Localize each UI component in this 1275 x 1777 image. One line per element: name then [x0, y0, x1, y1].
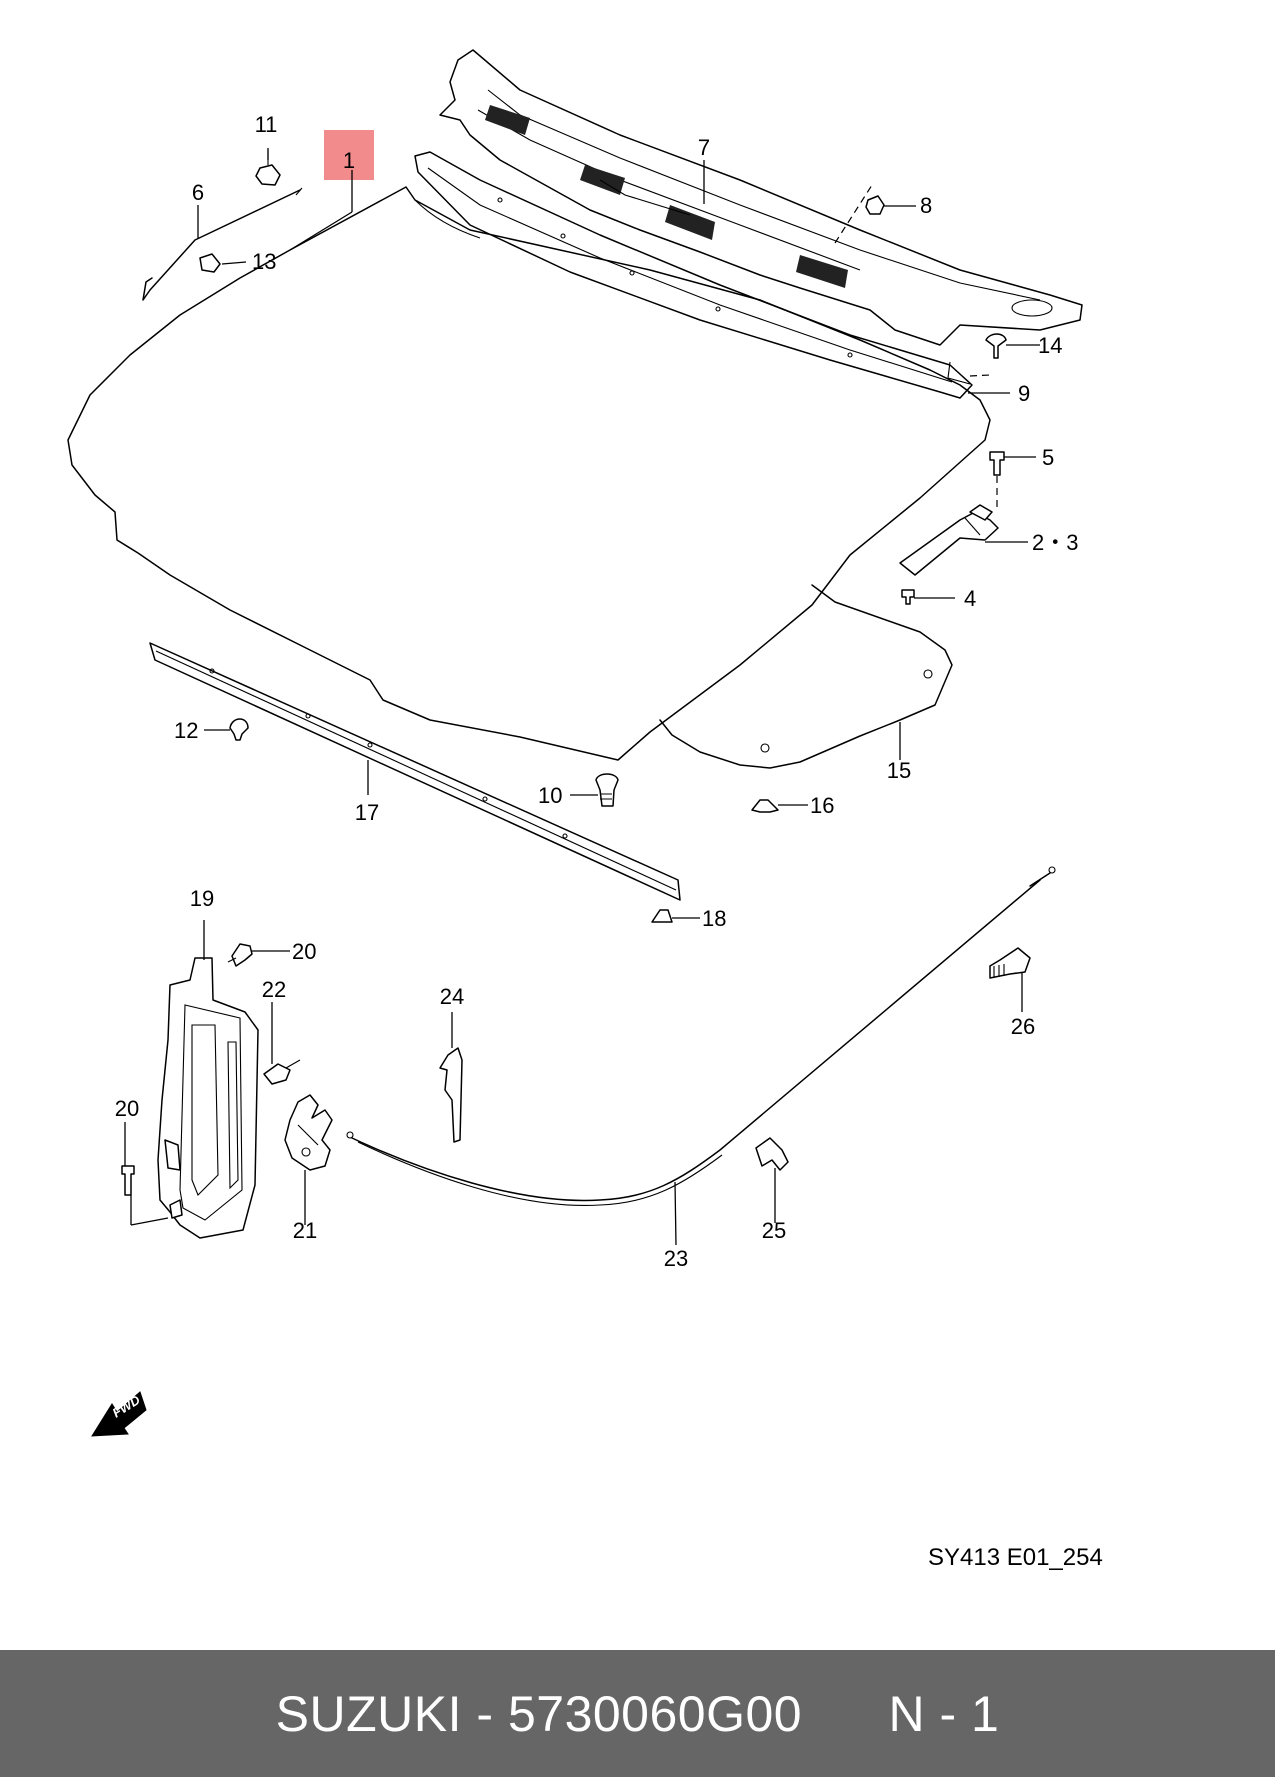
rear-seal-strip — [414, 151, 973, 399]
callout-11: 11 — [255, 112, 278, 137]
bolt-20-top — [227, 943, 253, 967]
bumper-12 — [229, 718, 249, 741]
callout-19: 19 — [190, 886, 214, 911]
callout-25: 25 — [762, 1218, 786, 1243]
callout-17: 17 — [355, 800, 379, 825]
callout-7: 7 — [698, 135, 710, 160]
callout-2-3: 2・3 — [1032, 530, 1078, 555]
callout-23: 23 — [664, 1246, 688, 1271]
callout-18: 18 — [702, 906, 726, 931]
caption-separator: - — [462, 1685, 508, 1742]
screw-26 — [989, 947, 1031, 979]
parts-diagram: FWD 1 11 — [67, 49, 1103, 1571]
clip-14 — [985, 333, 1007, 359]
clip-8 — [865, 195, 885, 215]
callout-26: 26 — [1011, 1014, 1035, 1039]
hood-panel — [67, 186, 991, 761]
callout-4: 4 — [964, 586, 976, 611]
bolt-20-side — [121, 1165, 135, 1196]
callout-16: 16 — [810, 793, 834, 818]
hood-hinge — [899, 504, 999, 576]
cowl-top-grille — [439, 49, 1083, 346]
latch-cable-23 — [346, 866, 1056, 1207]
safety-lever-24 — [439, 1047, 463, 1143]
bolt-4 — [901, 589, 915, 605]
bumper-10 — [595, 773, 619, 807]
clip-18 — [651, 909, 673, 923]
callout-22: 22 — [262, 977, 286, 1002]
hood-latch-bracket — [157, 957, 259, 1239]
callout-1: 1 — [343, 148, 355, 173]
clip-16 — [751, 799, 779, 813]
callout-15: 15 — [887, 758, 911, 783]
callout-20-top: 20 — [292, 939, 316, 964]
callout-9: 9 — [1018, 381, 1030, 406]
hood-stay-rod — [142, 187, 303, 301]
brand-name: SUZUKI — [275, 1685, 463, 1742]
part-caption-bar: SUZUKI - 5730060G00 N - 1 — [0, 1650, 1275, 1777]
callout-labels: 1 11 6 13 7 8 14 9 5 2・3 4 15 16 12 10 1… — [115, 112, 1079, 1271]
callout-12: 12 — [174, 718, 198, 743]
part-number: 5730060G00 — [507, 1685, 803, 1742]
hood-insulator — [659, 584, 953, 769]
front-weatherstrip — [149, 642, 681, 901]
drawing-code: SY413 E01_254 — [928, 1544, 1103, 1571]
bolt-5 — [989, 451, 1005, 476]
callout-14: 14 — [1038, 333, 1062, 358]
highlight-box — [324, 130, 374, 180]
callout-20-side: 20 — [115, 1096, 139, 1121]
leader-lines — [124, 148, 1040, 1246]
callout-24: 24 — [440, 984, 464, 1009]
callout-6: 6 — [192, 180, 204, 205]
callout-13: 13 — [252, 249, 276, 274]
clip-13 — [199, 253, 221, 273]
caption-gap — [802, 1685, 888, 1743]
callout-5: 5 — [1042, 445, 1054, 470]
callout-21: 21 — [293, 1218, 317, 1243]
cable-clip-25 — [755, 1137, 789, 1171]
callout-10: 10 — [538, 783, 562, 808]
hood-latch — [284, 1094, 333, 1171]
bolt-22 — [263, 1059, 301, 1085]
callout-8: 8 — [920, 193, 932, 218]
position-code: N - 1 — [888, 1685, 1000, 1742]
forward-arrow-icon: FWD — [91, 1391, 147, 1437]
